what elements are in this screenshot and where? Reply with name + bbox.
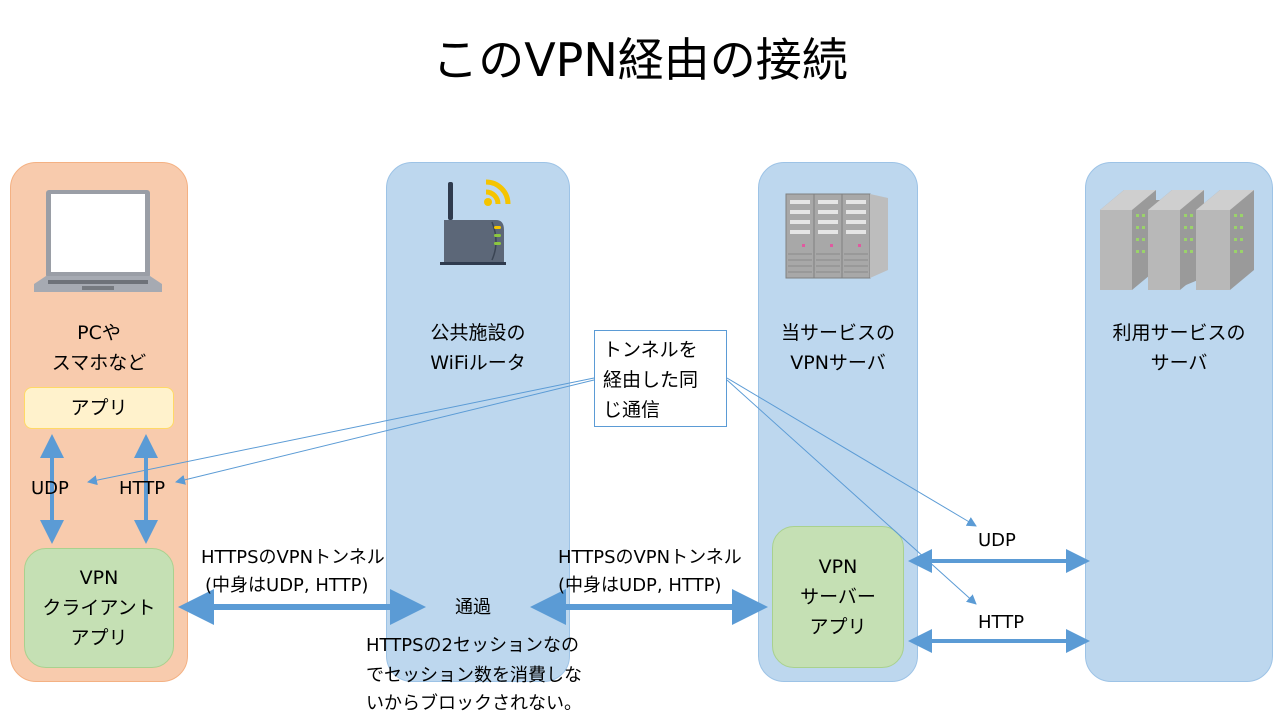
- tunnel-left-line1: HTTPSのVPNトンネル: [201, 547, 385, 568]
- service-server-label: 利用サービスの サーバ: [1085, 318, 1273, 378]
- tunnel-left-line2: (中身はUDP, HTTP): [205, 575, 369, 596]
- pc-http-label: HTTP: [119, 478, 166, 499]
- callout-line3: じ通信: [603, 399, 661, 421]
- pointer-to-server-udp: [726, 377, 977, 527]
- vpn-client-line1: VPN: [79, 567, 119, 589]
- vpn-server-app-line3: アプリ: [809, 616, 867, 638]
- servers-icon: [1100, 190, 1254, 290]
- vpn-server-label-line1: 当サービスの: [780, 322, 895, 344]
- service-server-label-line2: サーバ: [1150, 352, 1208, 374]
- vpn-server-app-box: VPN サーバー アプリ: [772, 526, 904, 668]
- laptop-icon: [34, 190, 162, 292]
- server-rack-icon: [785, 193, 888, 279]
- pointer-to-udp: [87, 377, 595, 486]
- tunnel-right-line2: (中身はUDP, HTTP): [558, 575, 722, 596]
- note-line1: HTTPSの2セッションなの: [366, 635, 579, 656]
- service-server-label-line1: 利用サービスの: [1112, 322, 1246, 344]
- callout-line2: 経由した同: [603, 369, 699, 391]
- vpn-server-app-line2: サーバー: [800, 586, 876, 608]
- wifi-label-line2: WiFiルータ: [430, 352, 526, 374]
- vpn-client-line3: アプリ: [70, 627, 128, 649]
- note-line3: いからブロックされない。: [366, 693, 582, 714]
- server-udp-label: UDP: [978, 530, 1016, 551]
- pc-label: PCや スマホなど: [10, 318, 188, 378]
- callout-same-traffic: トンネルを 経由した同 じ通信: [594, 330, 727, 427]
- pointer-to-http: [175, 379, 595, 485]
- vpn-server-app-line1: VPN: [818, 556, 858, 578]
- pc-label-line2: スマホなど: [51, 352, 147, 374]
- callout-line1: トンネルを: [603, 339, 698, 361]
- wifi-label-line1: 公共施設の: [430, 322, 526, 344]
- server-http-label: HTTP: [978, 612, 1025, 633]
- note-line2: でセッション数を消費しな: [366, 665, 582, 686]
- wifi-label: 公共施設の WiFiルータ: [386, 318, 570, 378]
- vpn-client-line2: クライアント: [42, 597, 156, 619]
- app-box: アプリ: [24, 387, 174, 429]
- callout-pointers: [87, 377, 977, 605]
- tunnel-right-line1: HTTPSのVPNトンネル: [558, 547, 742, 568]
- pass-label: 通過: [455, 597, 491, 618]
- vpn-server-label: 当サービスの VPNサーバ: [758, 318, 918, 378]
- wifi-router-icon: [440, 179, 511, 265]
- vpn-server-label-line2: VPNサーバ: [790, 352, 886, 374]
- pc-udp-label: UDP: [31, 478, 69, 499]
- pointer-to-server-http: [726, 379, 977, 605]
- vpn-client-app-box: VPN クライアント アプリ: [24, 548, 174, 668]
- page-title: このVPN経由の接続: [432, 33, 848, 87]
- pc-label-line1: PCや: [77, 322, 121, 344]
